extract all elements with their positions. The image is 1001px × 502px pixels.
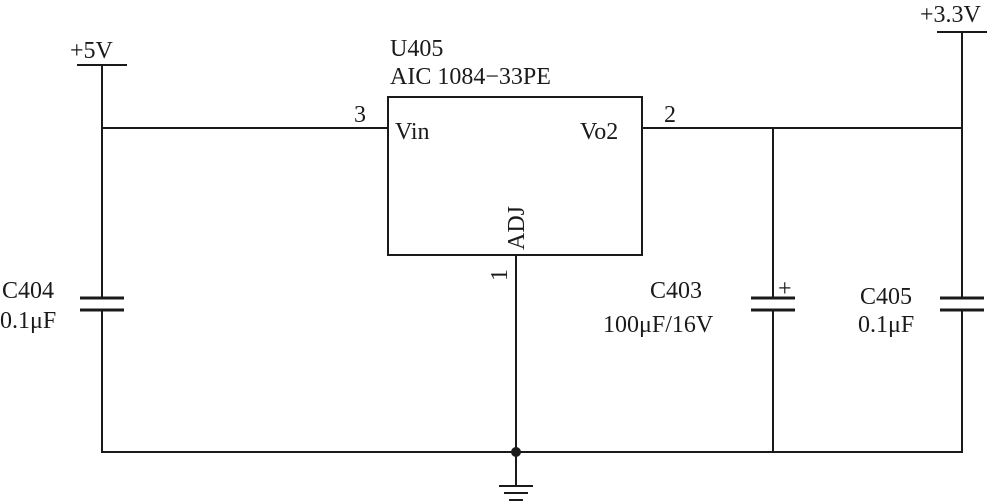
regulator-ref: U405 bbox=[390, 36, 443, 62]
capacitor-c403: + C403 100μF/16V bbox=[603, 127, 795, 453]
pin-vout-name: Vo2 bbox=[580, 119, 618, 145]
c404-ref: C404 bbox=[2, 278, 54, 304]
c403-value: 100μF/16V bbox=[603, 312, 714, 338]
c403-polarity: + bbox=[778, 276, 792, 302]
ground-icon bbox=[499, 451, 533, 501]
pin-adj-number: 1 bbox=[487, 269, 513, 281]
c403-ref: C403 bbox=[650, 278, 702, 304]
c405-ref: C405 bbox=[860, 284, 912, 310]
pin-vin-number: 3 bbox=[354, 102, 366, 128]
c404-value: 0.1μF bbox=[0, 308, 56, 334]
pin-vin-name: Vin bbox=[395, 119, 430, 145]
supply-5v-label: +5V bbox=[70, 38, 114, 64]
supply-5v-symbol: +5V bbox=[70, 38, 127, 129]
regulator-part: AIC 1084−33PE bbox=[390, 64, 551, 90]
capacitor-c405: C405 0.1μF bbox=[858, 127, 984, 453]
supply-3v3-symbol: +3.3V bbox=[920, 2, 987, 129]
supply-3v3-label: +3.3V bbox=[920, 2, 982, 28]
c405-value: 0.1μF bbox=[858, 312, 914, 338]
pin-vout-number: 2 bbox=[664, 102, 676, 128]
pin-adj-name: ADJ bbox=[504, 206, 530, 250]
capacitor-c404: C404 0.1μF bbox=[0, 127, 124, 453]
